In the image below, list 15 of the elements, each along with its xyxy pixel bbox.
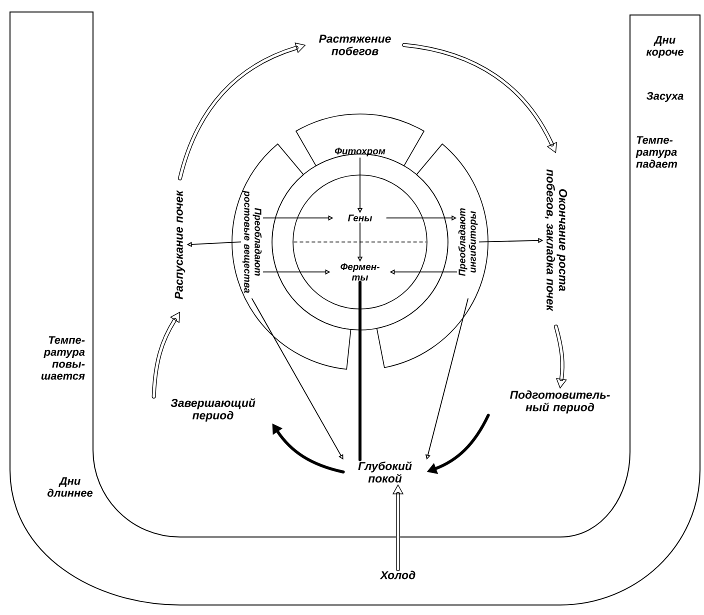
side-label: Дни длиннее [47,477,93,497]
connector-arrow [152,312,180,399]
stage-label: Подготовитель- ный период [510,390,610,414]
stage-label: Глубокий покой [358,461,412,483]
side-label: Темпе- ратура повы- шается [41,336,85,380]
side-label: Дни короче [646,36,684,58]
side-label: Темпе- ратура падает [636,136,678,168]
factor-label: Холод [380,570,416,580]
band-segment: Фитохром [296,114,424,166]
side-label: Засуха [646,92,684,102]
connector-line [358,280,362,462]
stage-label: Распускание почек [174,190,186,300]
stage-label: Окончание роста побегов, закладка почек [544,169,568,312]
stage-label: Растяжение побегов [319,34,391,56]
stage-label: Завершающий период [170,398,256,422]
